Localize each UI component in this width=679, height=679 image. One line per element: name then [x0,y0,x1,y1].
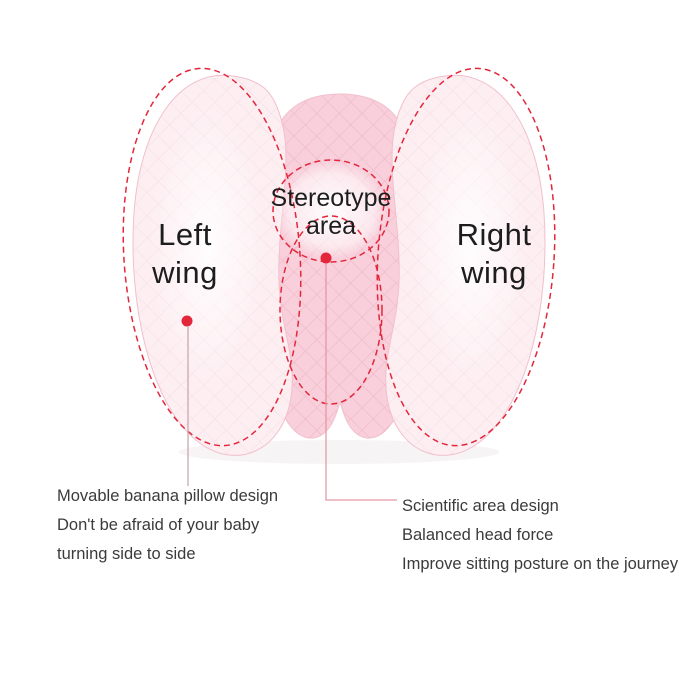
left-note-line1: Movable banana pillow design [57,487,279,505]
right-wing-highlight [412,105,528,385]
right-wing-label-line1: Right [456,217,532,252]
left-annotation-note: Movable banana pillow design Don't be af… [57,482,278,569]
right-note-line3: Improve sitting posture on the journey [402,555,679,573]
left-wing-highlight [150,105,266,385]
stereotype-area-label-line1: Stereotype [270,184,392,212]
center-leader-line [325,264,397,501]
right-wing-dashed-outline [376,67,556,447]
right-note-line1: Scientific area design [402,497,559,515]
stereotype-area-label-line2: area [305,212,357,240]
left-wing-marker-dot [181,315,193,327]
stereotype-area-label: Stereotype area [246,184,416,240]
left-wing-label-line2: wing [152,255,218,290]
right-annotation-note: Scientific area design Balanced head for… [402,492,678,579]
left-wing-dashed-outline [122,67,302,447]
left-wing-label-line1: Left [158,217,212,252]
left-note-line3: turning side to side [57,545,196,563]
center-area-dashed-outline [279,215,383,405]
center-marker-dot [320,252,332,264]
right-note-line2: Balanced head force [402,526,554,544]
left-wing-label: Left wing [105,216,265,292]
stereotype-area-highlight [275,161,387,259]
right-wing-label-line2: wing [461,255,527,290]
right-wing-label: Right wing [414,216,574,292]
stereotype-area-dashed-circle [272,159,390,263]
left-note-line2: Don't be afraid of your baby [57,516,260,534]
